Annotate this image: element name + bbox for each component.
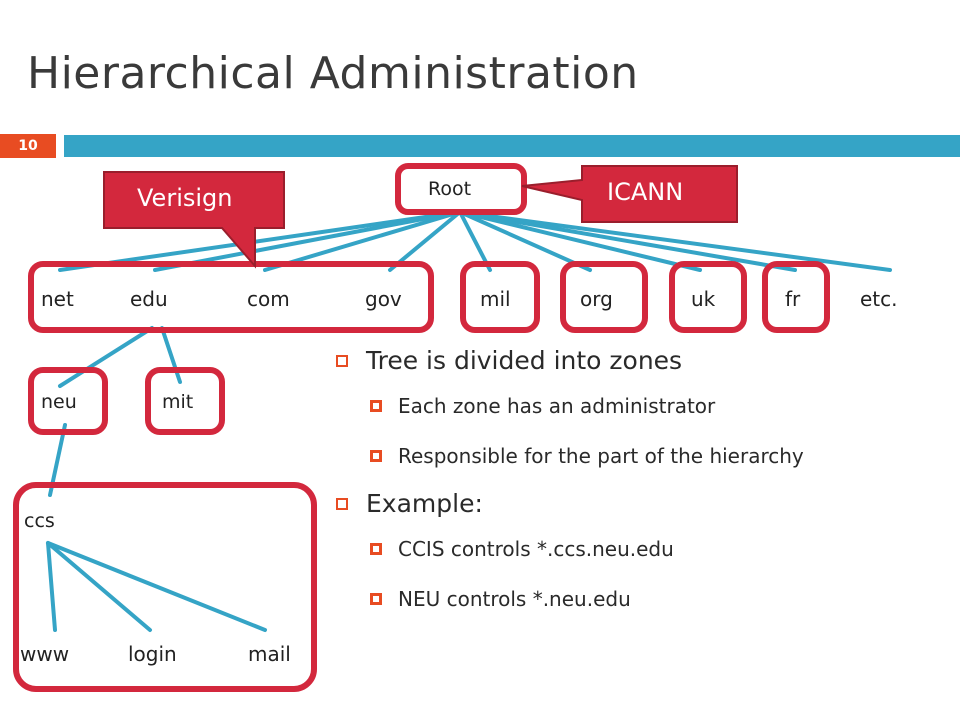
verisign-zone-box <box>28 261 434 333</box>
uk-zone-box <box>669 261 747 333</box>
tld-label-mil: mil <box>480 287 511 311</box>
connector-root-fr <box>458 210 797 272</box>
node-label-login: login <box>128 642 177 666</box>
mit-zone-box <box>145 367 225 435</box>
tld-label-fr: fr <box>785 287 801 311</box>
connector-root-org <box>458 210 592 272</box>
connector-ccs-login <box>46 541 152 632</box>
hollow-square-bullet-icon <box>336 355 348 367</box>
tld-label-etc: etc. <box>860 287 898 311</box>
hollow-square-bullet-icon <box>336 498 348 510</box>
bullet-text: CCIS controls *.ccs.neu.edu <box>398 537 674 561</box>
tld-label-uk: uk <box>691 287 716 311</box>
tld-label-gov: gov <box>365 287 402 311</box>
icann-callout <box>521 165 738 223</box>
fr-zone-box <box>762 261 830 333</box>
square-bullet-icon <box>370 543 382 555</box>
node-label-www: www <box>20 642 70 666</box>
verisign-callout-label: Verisign <box>137 184 233 212</box>
tld-label-edu: edu <box>130 287 168 311</box>
bullet-text: NEU controls *.neu.edu <box>398 587 631 611</box>
bullet-list: Tree is divided into zones Each zone has… <box>326 346 926 632</box>
ccs-zone-box <box>13 482 317 692</box>
verisign-callout <box>103 171 285 269</box>
bullet-text: Tree is divided into zones <box>366 346 683 375</box>
slide-title: Hierarchical Administration <box>27 48 639 99</box>
icann-callout-label: ICANN <box>607 178 684 206</box>
bullet-text: Responsible for the part of the hierarch… <box>398 444 804 468</box>
bullet-text: Example: <box>366 489 483 518</box>
connector-root-edu <box>153 210 462 272</box>
connector-edu-neu <box>58 326 154 388</box>
square-bullet-icon <box>370 400 382 412</box>
org-zone-box <box>560 261 648 333</box>
root-connectors <box>58 210 892 272</box>
node-label-ccs: ccs <box>24 510 55 532</box>
root-node-label: Root <box>428 178 472 200</box>
connector-root-uk <box>458 210 702 272</box>
neu-zone-box <box>28 367 108 435</box>
bullet-text: Each zone has an administrator <box>398 394 716 418</box>
bullet-level2: CCIS controls *.ccs.neu.edu <box>326 532 926 566</box>
bullet-level2: NEU controls *.neu.edu <box>326 582 926 616</box>
square-bullet-icon <box>370 450 382 462</box>
connector-root-net <box>58 210 462 272</box>
bullet-level2: Each zone has an administrator <box>326 389 926 423</box>
node-label-neu: neu <box>41 391 77 413</box>
header-rule <box>64 135 960 157</box>
tld-label-com: com <box>247 287 290 311</box>
node-label-mail: mail <box>248 642 291 666</box>
connector-root-gov <box>388 210 462 272</box>
square-bullet-icon <box>370 593 382 605</box>
node-label-mit: mit <box>162 391 194 413</box>
bullet-level1: Example: <box>326 489 926 518</box>
connector-root-mil <box>458 210 492 272</box>
tld-label-org: org <box>580 287 613 311</box>
mil-zone-box <box>460 261 540 333</box>
root-zone-box <box>395 163 527 215</box>
tld-label-net: net <box>41 287 74 311</box>
connector-root-com <box>263 210 462 272</box>
bullet-level2: Responsible for the part of the hierarch… <box>326 439 848 473</box>
slide-number: 10 <box>0 134 56 158</box>
connector-ccs-www <box>46 541 57 632</box>
connector-ccs-mail <box>46 541 267 632</box>
bullet-level1: Tree is divided into zones <box>326 346 926 375</box>
connector-root-etc <box>458 210 892 272</box>
connector-edu-mit <box>160 326 182 384</box>
